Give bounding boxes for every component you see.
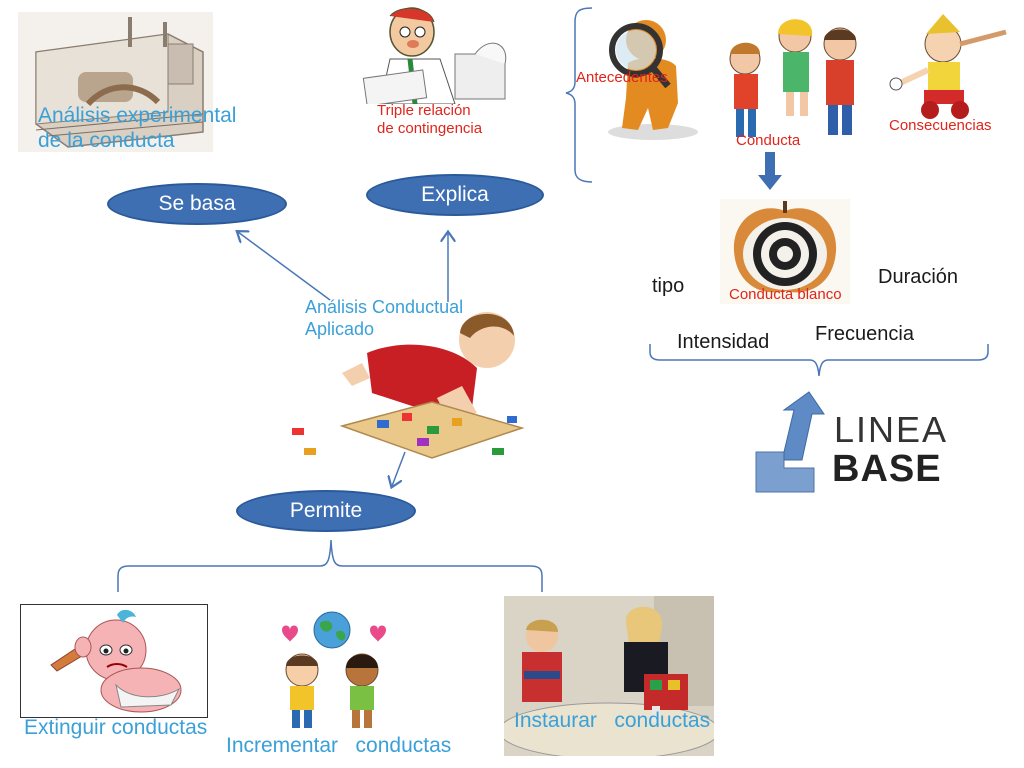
extinguir-label: Extinguir conductas <box>24 716 208 739</box>
arrow-to-permite <box>392 451 406 486</box>
explica-oval: Explica <box>366 174 544 216</box>
analisis-experimental-line1: Análisis experimental <box>38 104 237 127</box>
conducta-blanco-label: Conducta blanco <box>729 286 842 303</box>
permite-oval: Permite <box>236 490 416 532</box>
incrementar-label: Incrementar conductas <box>226 734 452 757</box>
triple-line2: de contingencia <box>377 120 483 137</box>
analisis-conductual-line1: Análisis Conductual <box>305 297 464 317</box>
down-arrow-shaft <box>765 152 775 176</box>
intensidad-label: Intensidad <box>677 331 770 353</box>
analisis-experimental-line2: de la conducta <box>38 129 175 153</box>
conducta-label: Conducta <box>736 132 801 149</box>
frecuencia-label: Frecuencia <box>815 323 914 345</box>
se-basa-oval: Se basa <box>107 183 287 225</box>
kids-globe-image <box>262 608 402 730</box>
skinner-box-image <box>18 12 213 152</box>
tipo-label: tipo <box>652 275 685 297</box>
target-apple-image <box>720 199 850 304</box>
therapy-photo-image <box>504 596 714 756</box>
man-writing-image <box>360 4 520 104</box>
se-basa-label: Se basa <box>158 192 236 215</box>
bottom-brace <box>117 539 543 592</box>
target-brace <box>649 344 989 377</box>
down-arrow-head <box>758 175 782 190</box>
duracion-label: Duración <box>878 266 959 288</box>
triple-relacion-label: Triple relación de contingencia <box>377 102 482 138</box>
linea-base-line2: BASE <box>832 448 942 490</box>
antecedentes-label: Antecedentes <box>576 69 668 86</box>
permite-label: Permite <box>289 499 363 522</box>
angry-baby-image <box>20 604 208 718</box>
analisis-conductual-line2: Aplicado <box>305 318 375 339</box>
analisis-experimental-label: Análisis experimental de la conducta <box>38 103 236 153</box>
magnifier-figure-image <box>598 8 710 143</box>
people-cartoon-image <box>720 14 870 139</box>
arrow-to-se-basa <box>238 232 331 301</box>
triple-line1: Triple relación <box>377 102 471 119</box>
pinocchio-image <box>888 12 1012 122</box>
explica-label: Explica <box>421 183 489 206</box>
linea-base-line1: LINEA <box>834 409 949 450</box>
linea-base-logo: LINEA BASE <box>754 390 954 495</box>
analisis-conductual-label: Análisis Conductual Aplicado <box>305 297 463 340</box>
child-puzzle-image <box>282 298 532 468</box>
contingency-bracket <box>565 7 593 183</box>
instaurar-label: Instaurar conductas <box>514 709 711 732</box>
consecuencias-label: Consecuencias <box>889 117 992 134</box>
